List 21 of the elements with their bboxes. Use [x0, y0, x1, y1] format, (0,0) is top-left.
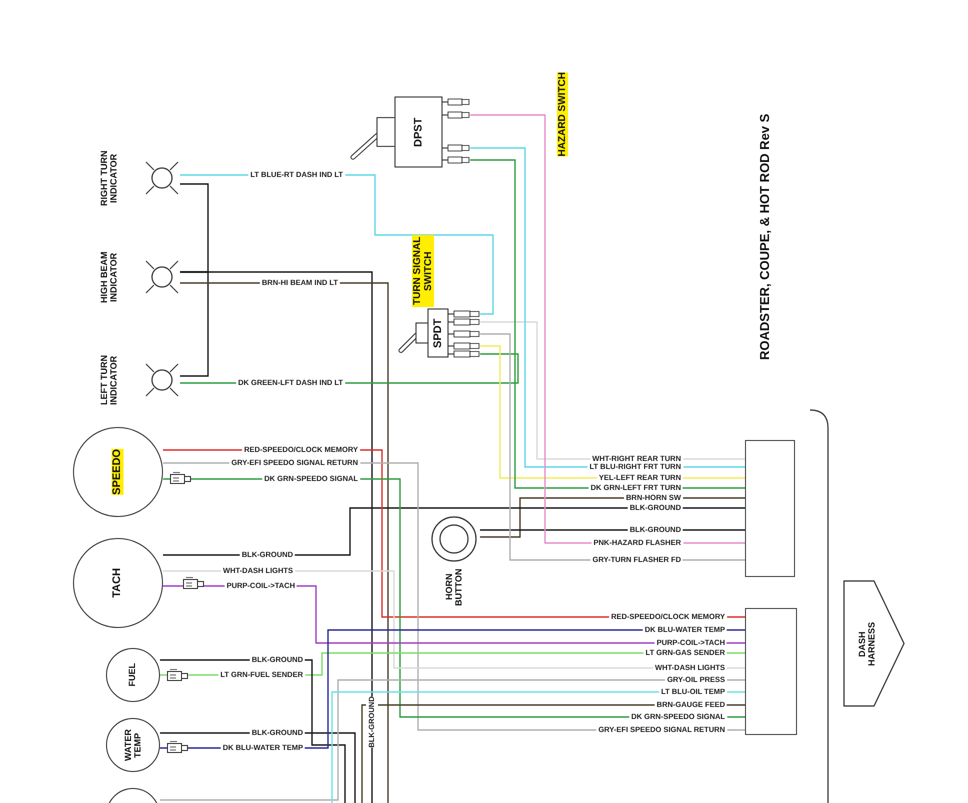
- connector-block: [745, 608, 797, 735]
- gauge-label: SPEEDO: [112, 449, 124, 495]
- horn-button-label: HORN BUTTON: [444, 567, 464, 607]
- gauge-label: TACH: [112, 568, 124, 598]
- gauge-label: FUEL: [128, 663, 138, 687]
- gauge-label: WATER TEMP: [124, 728, 142, 763]
- switch-type-label: DPST: [412, 116, 426, 149]
- indicator-label: LEFT TURN INDICATOR: [100, 354, 119, 407]
- wire: [160, 679, 745, 801]
- switch-name-label: TURN SIGNAL SWITCH: [412, 235, 434, 307]
- diagram-title: ROADSTER, COUPE, & HOT ROD Rev S: [758, 112, 772, 362]
- gauge-dial: [106, 718, 160, 772]
- wire: [180, 183, 209, 273]
- harness-label: DASH HARNESS: [858, 620, 876, 668]
- connector-block: [745, 440, 795, 577]
- indicator-label: RIGHT TURN INDICATOR: [100, 150, 119, 206]
- switch-name-label: HAZARD SWITCH: [557, 72, 568, 156]
- wire: [180, 271, 209, 377]
- indicator-label: HIGH BEAM INDICATOR: [100, 250, 119, 305]
- gauge-dial: [106, 648, 160, 702]
- switch-type-label: SPDT: [431, 317, 445, 350]
